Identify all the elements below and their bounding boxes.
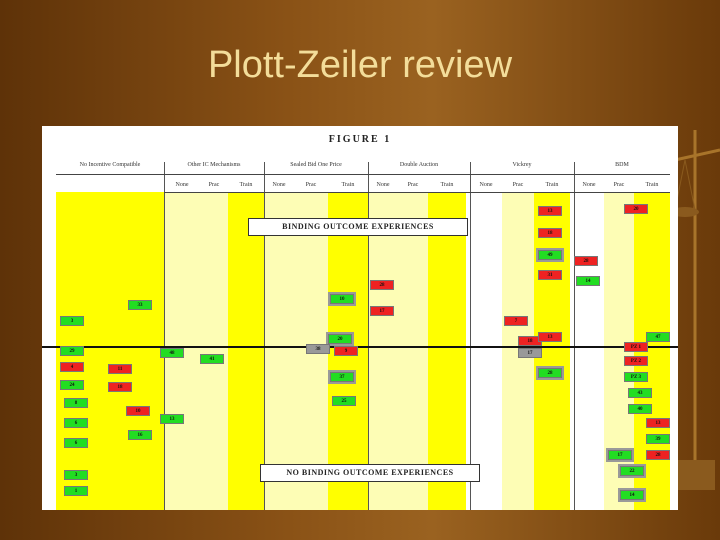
- column-fill: [470, 192, 502, 510]
- data-box: 7: [504, 316, 528, 326]
- data-box: 17: [606, 448, 634, 462]
- data-box: 13: [646, 418, 670, 428]
- data-box: 28: [370, 280, 394, 290]
- data-box: PZ 3: [624, 372, 648, 382]
- data-box: 37: [328, 370, 356, 384]
- column-fill: [428, 192, 466, 510]
- data-box: 13: [538, 332, 562, 342]
- subhead: Train: [440, 182, 454, 188]
- column-fill: [124, 192, 164, 510]
- data-box: 41: [200, 354, 224, 364]
- group-header: Double Auction: [399, 162, 439, 168]
- data-box: 38: [306, 344, 330, 354]
- slide-title: Plott-Zeiler review: [207, 44, 513, 86]
- data-box: 3: [60, 316, 84, 326]
- binding-banner: BINDING OUTCOME EXPERIENCES: [248, 218, 468, 236]
- axis-line: [42, 346, 678, 348]
- data-box: 9: [334, 346, 358, 356]
- subhead: None: [582, 182, 596, 188]
- data-box: 28: [536, 366, 564, 380]
- column-fill: [574, 192, 604, 510]
- column-fill: [368, 192, 398, 510]
- data-box: 6: [64, 438, 88, 448]
- column-fill: [90, 192, 124, 510]
- data-box: 3: [64, 470, 88, 480]
- data-box: 14: [618, 488, 646, 502]
- subhead: Train: [545, 182, 559, 188]
- header-rule: [56, 174, 670, 175]
- header-rule: [164, 192, 670, 193]
- subhead: Train: [341, 182, 355, 188]
- data-box: 47: [646, 332, 670, 342]
- data-box: 43: [628, 388, 652, 398]
- data-box: 16: [128, 430, 152, 440]
- column-fill: [398, 192, 428, 510]
- group-header: Other IC Mechanisms: [187, 162, 241, 168]
- group-header: No Incentive Compatible: [79, 162, 141, 168]
- data-box: 13: [538, 206, 562, 216]
- column-fill: [228, 192, 264, 510]
- data-box: 20: [624, 204, 648, 214]
- subhead: Prac: [613, 182, 625, 188]
- data-box: 25: [332, 396, 356, 406]
- column-fill: [200, 192, 228, 510]
- data-box: PZ 1: [624, 342, 648, 352]
- subhead: Prac: [407, 182, 419, 188]
- data-box: 31: [538, 270, 562, 280]
- data-box: 11: [108, 364, 132, 374]
- group-divider: [368, 162, 369, 510]
- data-box: 28: [574, 256, 598, 266]
- group-header: BDM: [615, 162, 629, 168]
- data-box: 8: [64, 398, 88, 408]
- balance-scale-decoration: [671, 130, 720, 490]
- subhead: None: [175, 182, 189, 188]
- subhead: None: [376, 182, 390, 188]
- subhead: Prac: [208, 182, 220, 188]
- data-box: 33: [128, 300, 152, 310]
- data-box: 40: [628, 404, 652, 414]
- subhead: Train: [645, 182, 659, 188]
- data-box: 48: [160, 348, 184, 358]
- group-divider: [470, 162, 471, 510]
- data-box: 13: [160, 414, 184, 424]
- data-box: 22: [618, 464, 646, 478]
- data-box: 18: [108, 382, 132, 392]
- subhead: None: [272, 182, 286, 188]
- data-box: 20: [326, 332, 354, 346]
- group-header: Vickrey: [512, 162, 532, 168]
- subhead: Prac: [512, 182, 524, 188]
- data-box: 4: [60, 362, 84, 372]
- data-box: PZ 2: [624, 356, 648, 366]
- group-divider: [264, 162, 265, 510]
- data-box: 28: [646, 450, 670, 460]
- group-divider: [574, 162, 575, 510]
- data-box: 29: [60, 346, 84, 356]
- data-box: 10: [126, 406, 150, 416]
- data-box: 18: [538, 228, 562, 238]
- data-box: 6: [64, 418, 88, 428]
- group-header: Sealed Bid One Price: [290, 162, 342, 168]
- data-box: 24: [60, 380, 84, 390]
- data-box: 14: [576, 276, 600, 286]
- data-box: 1: [64, 486, 88, 496]
- data-box: 17: [518, 348, 542, 358]
- data-box: 10: [328, 292, 356, 306]
- no-binding-banner: NO BINDING OUTCOME EXPERIENCES: [260, 464, 480, 482]
- figure-panel: FIGURE 1 No Incentive Compatible Other I…: [42, 126, 678, 510]
- column-fill: [264, 192, 294, 510]
- subhead: None: [479, 182, 493, 188]
- subhead: Train: [239, 182, 253, 188]
- data-box: 39: [646, 434, 670, 444]
- data-box: 49: [536, 248, 564, 262]
- figure-title: FIGURE 1: [328, 134, 392, 145]
- group-divider: [164, 162, 165, 510]
- subhead: Prac: [305, 182, 317, 188]
- data-box: 17: [370, 306, 394, 316]
